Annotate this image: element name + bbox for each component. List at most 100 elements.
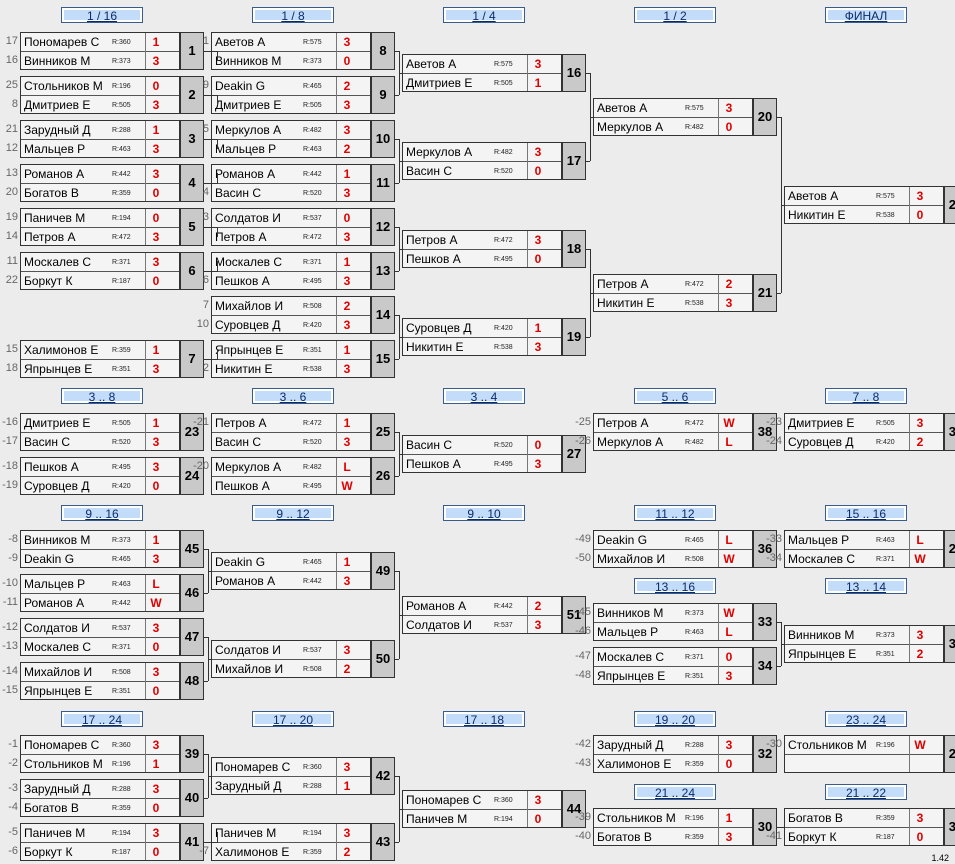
round-header[interactable]: 23 .. 24 xyxy=(825,711,907,727)
match-number[interactable]: 30 xyxy=(753,808,777,846)
player-name[interactable]: Мальцев Р xyxy=(597,625,659,639)
match-number[interactable]: 39 xyxy=(180,735,204,773)
player-name[interactable]: Васин С xyxy=(406,438,453,452)
player-name[interactable]: Солдатов И xyxy=(24,621,90,635)
player-name[interactable]: Паничев М xyxy=(215,826,277,840)
match-number[interactable]: 5 xyxy=(180,208,204,246)
player-name[interactable]: Аветов А xyxy=(215,35,266,49)
match-number[interactable]: 26 xyxy=(371,457,395,495)
player-name[interactable]: Стольников М xyxy=(788,738,867,752)
player-name[interactable]: Винников М xyxy=(215,54,282,68)
match-number[interactable]: 41 xyxy=(180,823,204,861)
player-name[interactable]: Халимонов Е xyxy=(215,845,290,859)
player-name[interactable]: Дмитриев Е xyxy=(24,416,91,430)
player-name[interactable]: Пономарев С xyxy=(24,35,100,49)
player-name[interactable]: Суровцев Д xyxy=(24,479,90,493)
player-name[interactable]: Deakin G xyxy=(215,555,266,569)
player-name[interactable]: Deakin G xyxy=(215,79,266,93)
match-number[interactable]: 21 xyxy=(753,274,777,312)
match-number[interactable]: 1 xyxy=(180,32,204,70)
player-name[interactable]: Солдатов И xyxy=(215,211,281,225)
match-number[interactable]: 33 xyxy=(753,603,777,641)
match-number[interactable]: 48 xyxy=(180,662,204,700)
match-number[interactable]: 7 xyxy=(180,340,204,378)
round-header[interactable]: 5 .. 6 xyxy=(634,388,716,404)
match-number[interactable]: 32 xyxy=(753,735,777,773)
player-name[interactable]: Винников М xyxy=(788,628,855,642)
match-number[interactable]: 49 xyxy=(371,552,395,590)
player-name[interactable]: Стольников М xyxy=(597,811,676,825)
player-name[interactable]: Зарудный Д xyxy=(24,123,91,137)
player-name[interactable]: Аветов А xyxy=(788,189,839,203)
player-name[interactable]: Пономарев С xyxy=(406,793,482,807)
match-number[interactable]: 22 xyxy=(944,186,955,224)
round-header[interactable]: 17 .. 18 xyxy=(443,711,525,727)
match-number[interactable]: 24 xyxy=(180,457,204,495)
match-number[interactable]: 2 xyxy=(180,76,204,114)
player-name[interactable]: Москалев С xyxy=(24,640,92,654)
player-name[interactable]: Солдатов И xyxy=(215,643,281,657)
round-header[interactable]: 7 .. 8 xyxy=(825,388,907,404)
round-header[interactable]: 21 .. 24 xyxy=(634,784,716,800)
match-number[interactable]: 13 xyxy=(371,252,395,290)
player-name[interactable]: Никитин Е xyxy=(788,208,846,222)
player-name[interactable]: Япрынцев Е xyxy=(597,669,666,683)
player-name[interactable]: Петров А xyxy=(406,233,458,247)
player-name[interactable]: Никитин Е xyxy=(406,340,464,354)
player-name[interactable]: Богатов В xyxy=(24,186,79,200)
match-number[interactable]: 34 xyxy=(753,647,777,685)
player-name[interactable]: Суровцев Д xyxy=(406,321,472,335)
player-name[interactable]: Михайлов И xyxy=(215,662,284,676)
